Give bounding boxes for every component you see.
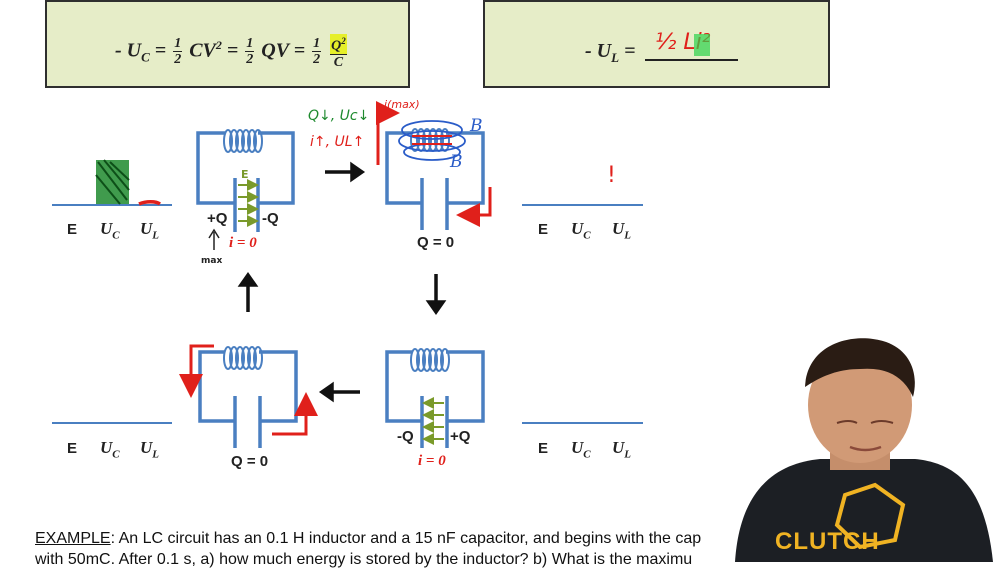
current-arrow-bottom-left-a <box>179 344 214 398</box>
inductor-coil-top-right <box>410 128 450 152</box>
annotation-q-uc-decrease: Q↓, Uc↓ <box>308 108 370 124</box>
q-zero-bottom-left: Q = 0 <box>231 453 269 470</box>
current-zero-bottom: i = 0 <box>418 453 446 469</box>
inductor-energy-box <box>483 0 830 88</box>
inductor-coil-top-left <box>223 129 263 153</box>
uc-energy-bar <box>95 159 130 205</box>
annotation-i-max: i(max) <box>384 98 420 111</box>
current-arrow-top-right-down <box>456 187 492 227</box>
inductor-coil-bottom-right <box>410 348 450 372</box>
example-text-line2: with 50mC. After 0.1 s, a) how much ener… <box>35 551 693 568</box>
max-label: max <box>201 256 223 266</box>
example-text-line1: EXAMPLE: An LC circuit has an 0.1 H indu… <box>35 530 702 547</box>
plus-q-label: +Q <box>207 210 228 227</box>
inductor-coil-bottom-left <box>223 346 263 370</box>
magnetic-field-label-1: B <box>470 116 483 136</box>
ul-energy-bar <box>138 200 162 206</box>
cycle-arrows <box>237 161 447 403</box>
shirt-logo-text: CLUTCH <box>775 528 880 555</box>
current-arrow-bottom-left-b <box>272 392 318 436</box>
minus-q-label: -Q <box>262 210 279 227</box>
minus-q-label-bottom: -Q <box>397 428 414 445</box>
inductor-energy-equation: - UL = <box>585 40 636 65</box>
q-zero-top-right: Q = 0 <box>417 234 455 251</box>
capacitor-energy-box <box>45 0 410 88</box>
current-arrow-top-right-up <box>376 101 400 165</box>
energy-baselines <box>52 204 643 424</box>
highlight-marker <box>694 34 710 56</box>
annotation-i-ul-increase: i↑, UL↑ <box>310 134 365 150</box>
plus-q-label-bottom: +Q <box>450 428 471 445</box>
electric-field-lines <box>238 179 259 227</box>
presenter-figure <box>735 338 993 562</box>
electric-field-label: E <box>241 168 249 181</box>
underline-answer <box>645 59 738 61</box>
magnetic-field-loops <box>398 120 466 161</box>
magnetic-field-label-2: B <box>450 152 463 172</box>
current-zero-top: i = 0 <box>229 235 257 251</box>
exclamation-mark: ! <box>607 163 616 188</box>
reversed-field-lines <box>422 397 444 445</box>
red-current-lines <box>412 135 452 145</box>
